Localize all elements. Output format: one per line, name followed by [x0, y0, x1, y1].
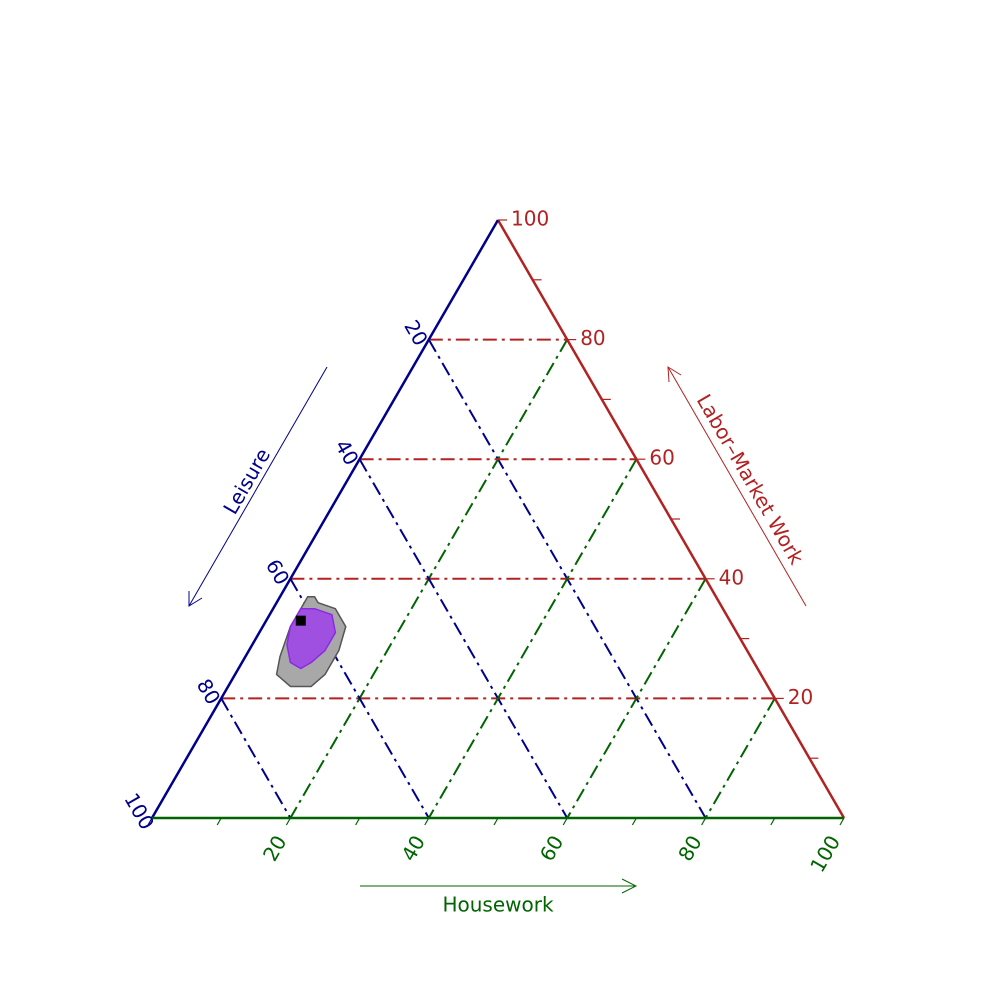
housework-tick-label: 60 [535, 831, 569, 865]
housework-tick-mark [770, 817, 776, 826]
leisure-tick-label: 60 [261, 555, 295, 589]
leisure-tick-mark [320, 518, 326, 527]
leisure-gridline-40 [358, 458, 569, 819]
leisure-tick-mark [251, 638, 257, 646]
housework-tick-label: 40 [396, 831, 430, 865]
leisure-tick-mark [285, 578, 291, 587]
data-point-layer [295, 615, 306, 626]
housework-tick-mark [562, 817, 568, 826]
leisure-tick-label: 20 [399, 316, 433, 350]
leisure-tick-mark [147, 817, 153, 826]
labor-tick-label: 100 [511, 207, 549, 231]
data-point [295, 615, 306, 626]
labor-axis-title: Labor–Market Work [692, 390, 809, 569]
housework-tick-mark [701, 817, 707, 826]
housework-tick-mark [424, 817, 430, 826]
housework-tick-label: 20 [258, 831, 292, 865]
labor-tick-label: 80 [580, 326, 605, 350]
leisure-tick-label: 40 [330, 435, 364, 469]
housework-tick-mark [216, 817, 222, 826]
housework-tick-mark [285, 817, 291, 826]
tick-labels: 20 20 20 40 40 40 60 60 60 80 80 80 100 100 100 [119, 207, 845, 877]
leisure-tick-mark [355, 458, 361, 467]
leisure-tick-mark [424, 339, 430, 347]
triangle-axes [147, 219, 846, 826]
housework-tick-mark [631, 817, 637, 826]
labor-tick-label: 40 [719, 565, 744, 589]
leisure-axis-title: Leisure [218, 444, 275, 518]
housework-gridline-80 [704, 697, 776, 819]
housework-tick-label: 100 [805, 831, 845, 876]
housework-tick-mark [839, 817, 845, 826]
housework-axis-title: Housework [442, 893, 553, 917]
housework-tick-label: 80 [673, 831, 707, 865]
housework-tick-mark [355, 817, 361, 826]
gridlines [220, 338, 776, 819]
housework-gridline-40 [427, 458, 638, 819]
labor-tick-label: 60 [649, 446, 674, 470]
leisure-tick-mark [216, 698, 222, 706]
labor-tick-label: 20 [788, 685, 813, 709]
leisure-tick-mark [458, 279, 464, 288]
housework-gridline-60 [566, 578, 707, 819]
housework-tick-mark [493, 817, 499, 826]
leisure-tick-label: 80 [192, 675, 226, 709]
confidence-regions [275, 595, 347, 688]
leisure-gridline-80 [220, 697, 292, 819]
leisure-tick-mark [182, 757, 188, 766]
leisure-tick-mark [389, 399, 395, 407]
leisure-tick-label: 100 [119, 789, 159, 834]
housework-axis-title-group: Housework [360, 878, 638, 917]
leisure-axis-title-group: Leisure [188, 366, 328, 607]
